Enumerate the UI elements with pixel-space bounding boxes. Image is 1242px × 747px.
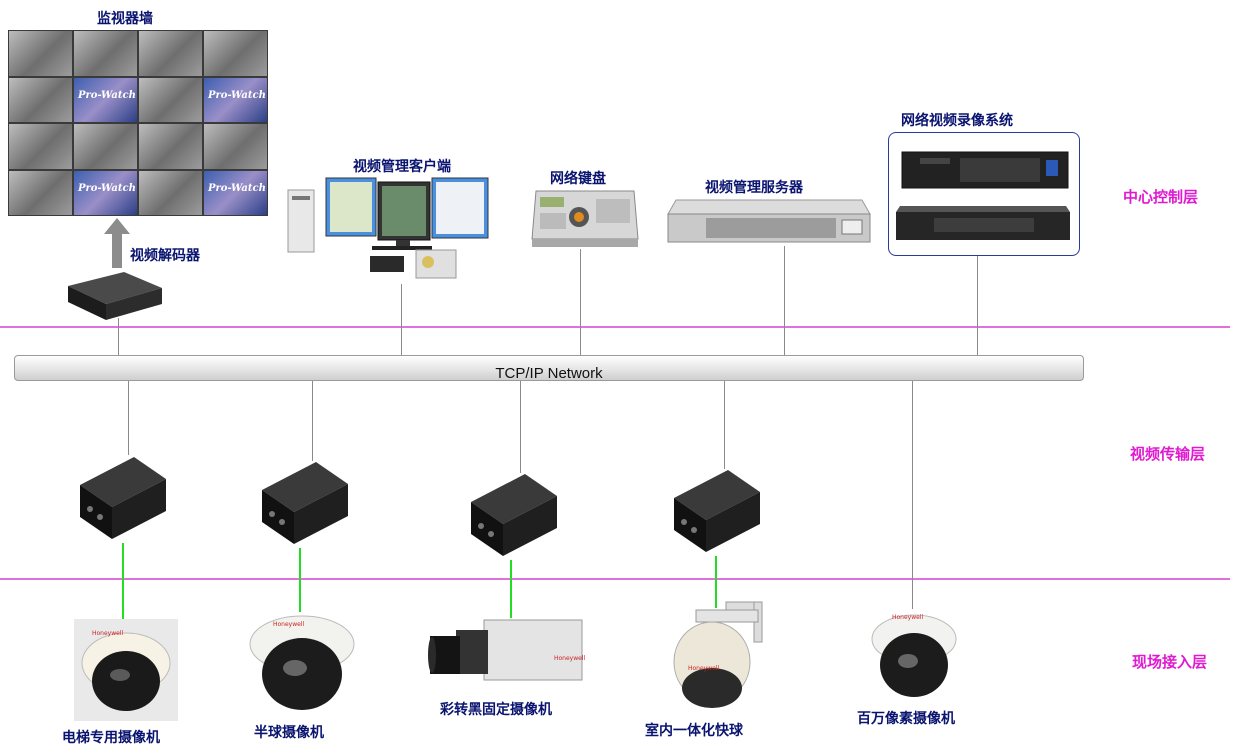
video-wall-tile: [204, 31, 267, 76]
camera-label-fixed: 彩转黑固定摄像机: [440, 702, 552, 718]
svg-text:Honeywell: Honeywell: [892, 614, 923, 621]
indoor-speed-dome: Honeywell: [673, 601, 763, 708]
layer-label-access: 现场接入层: [1132, 653, 1208, 671]
video-encoder-2: [262, 462, 348, 544]
video-decoder-label: 视频解码器: [130, 248, 200, 264]
video-wall-tile: [74, 124, 137, 169]
video-wall-tile: [9, 124, 72, 169]
nvr-link: [977, 256, 978, 355]
layer-label-center: 中心控制层: [1123, 188, 1199, 206]
encoder-1-link: [128, 381, 129, 455]
megapixel-camera-link: [912, 381, 913, 609]
video-wall-tile: [74, 77, 137, 122]
client-workstation: [287, 177, 489, 279]
svg-text:Honeywell: Honeywell: [554, 655, 585, 662]
camera-3-link: [510, 560, 512, 618]
video-wall-tile: [9, 31, 72, 76]
svg-text:Honeywell: Honeywell: [273, 621, 304, 628]
camera-2-link: [299, 548, 301, 612]
network-label: TCP/IP Network: [495, 365, 603, 382]
dome-camera: Honeywell: [249, 615, 355, 710]
svg-text:Honeywell: Honeywell: [688, 665, 719, 672]
camera-label-dome: 半球摄像机: [254, 725, 324, 741]
camera-label-elevator: 电梯专用摄像机: [62, 730, 160, 746]
nvr-device-upper: [901, 151, 1069, 189]
arrow-up-icon: [104, 218, 130, 268]
video-wall-tile: [139, 77, 202, 122]
camera-label-megapixel: 百万像素摄像机: [857, 711, 955, 727]
management-server: [667, 199, 871, 243]
video-encoder-4: [674, 470, 760, 552]
decoder-link: [118, 318, 119, 355]
server-link: [784, 246, 785, 355]
video-wall-tile: [74, 170, 137, 215]
video-wall-tile: [9, 77, 72, 122]
encoder-3-link: [520, 381, 521, 473]
video-encoder-3: [471, 474, 557, 556]
nvr-frame: [888, 132, 1080, 256]
nvr-device-lower: [896, 206, 1070, 240]
day-night-fixed-camera: Honeywell: [428, 619, 585, 681]
client-label: 视频管理客户端: [353, 159, 451, 175]
video-wall-tile: [139, 31, 202, 76]
video-wall-tile: [9, 170, 72, 215]
video-wall-tile: [74, 31, 137, 76]
video-encoder-1: [80, 457, 166, 539]
center-layer-divider: [0, 326, 1230, 328]
layer-label-transport: 视频传输层: [1130, 445, 1206, 463]
encoder-2-link: [312, 381, 313, 461]
video-wall-tile: [204, 77, 267, 122]
video-wall-tile: [139, 124, 202, 169]
video-wall-tile: [204, 124, 267, 169]
server-label: 视频管理服务器: [705, 180, 803, 196]
video-wall-label: 监视器墙: [97, 11, 153, 27]
elevator-camera: Honeywell: [74, 619, 178, 721]
encoder-4-link: [724, 381, 725, 469]
client-link: [401, 284, 402, 355]
video-wall: [8, 30, 268, 216]
keyboard-label: 网络键盘: [550, 171, 606, 187]
camera-1-link: [122, 543, 124, 619]
video-decoder-device: [68, 272, 162, 320]
access-layer-divider: [0, 578, 1230, 580]
keyboard-link: [580, 249, 581, 355]
camera-4-link: [715, 556, 717, 608]
camera-label-speed-dome: 室内一体化快球: [645, 723, 743, 739]
video-wall-tile: [139, 170, 202, 215]
tcp-ip-network-bar: TCP/IP Network: [14, 355, 1084, 382]
nvr-label: 网络视频录像系统: [901, 113, 1013, 129]
video-wall-tile: [204, 170, 267, 215]
svg-text:Honeywell: Honeywell: [92, 630, 123, 637]
network-keyboard: [531, 190, 639, 247]
megapixel-camera: Honeywell: [871, 614, 957, 697]
